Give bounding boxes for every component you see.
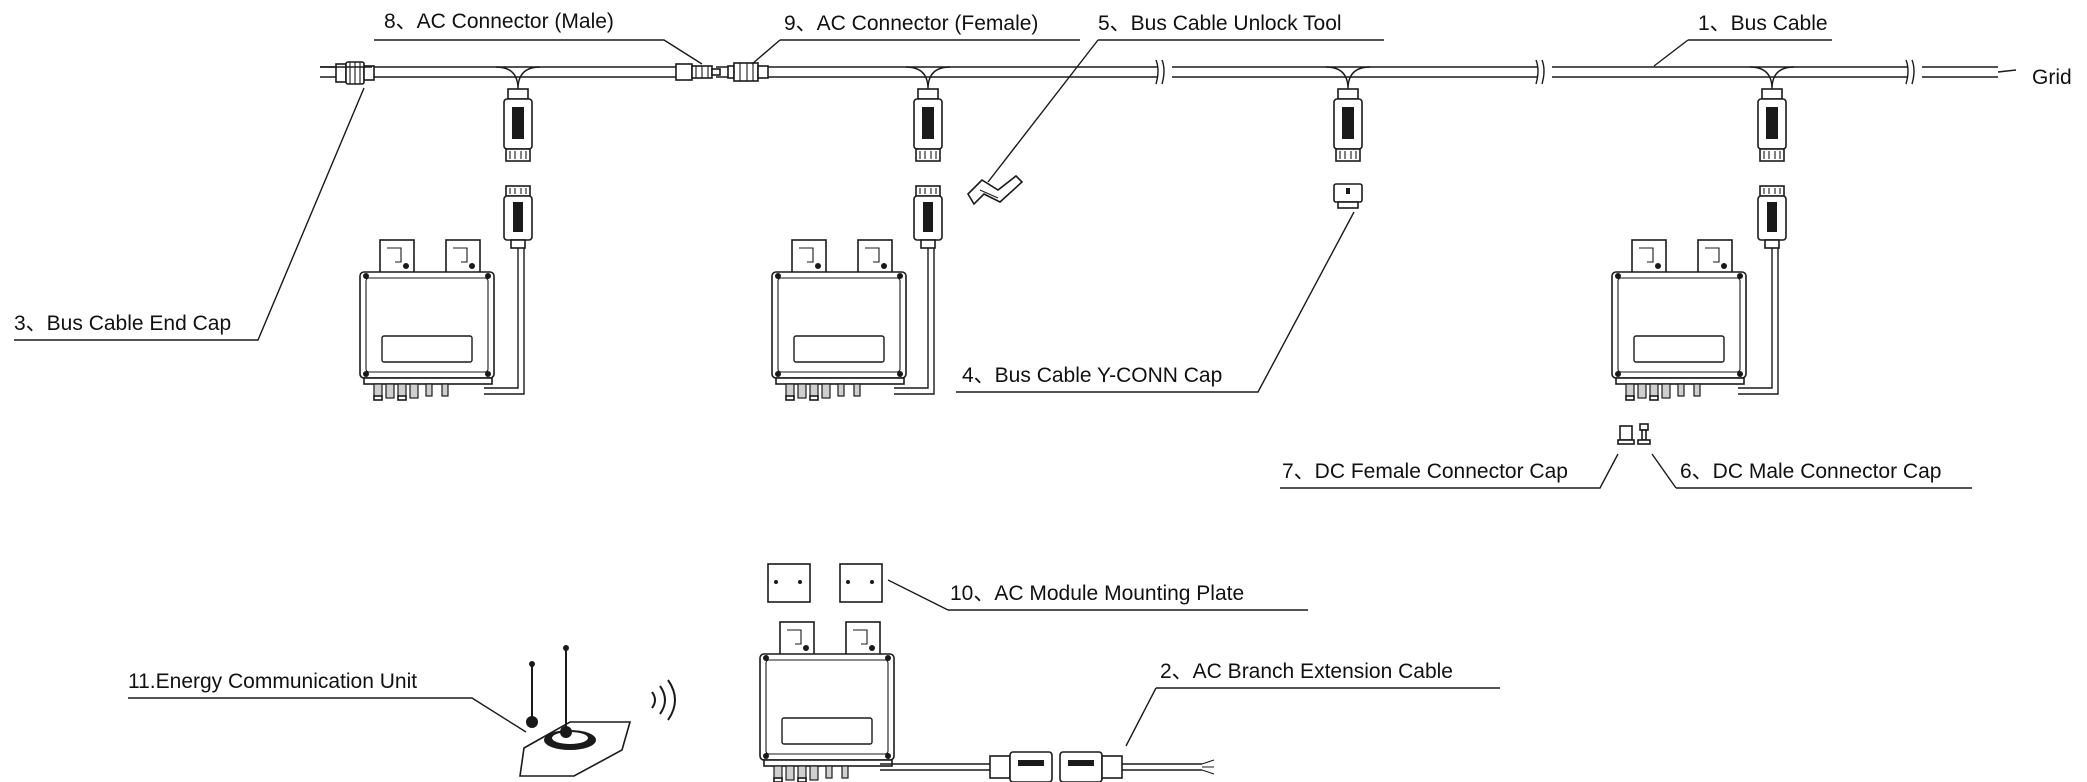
bus-yconn-4 <box>1749 66 1795 162</box>
label-bus-cable-yconn-cap: 4、Bus Cable Y-CONN Cap <box>962 364 1222 387</box>
inverter-plug-4 <box>1738 185 1787 395</box>
dc-female-connector-cap <box>1617 425 1635 445</box>
bus-yconn-1 <box>495 66 541 162</box>
component-labels: 8、AC Connector (Male) 9、AC Connector (Fe… <box>14 10 2072 693</box>
microinverter-2 <box>771 239 907 401</box>
bus-cable-yconn-cap <box>1333 183 1363 209</box>
bus-cable-unlock-tool <box>966 174 1024 206</box>
label-ac-module-mounting-plate: 10、AC Module Mounting Plate <box>950 582 1244 605</box>
bus-cable-end-cap <box>320 61 375 85</box>
label-ac-connector-female: 9、AC Connector (Female) <box>784 12 1038 35</box>
ac-connector-female <box>727 62 769 82</box>
ac-branch-extension-cable <box>880 751 1215 782</box>
wireless-signal-icon <box>651 679 676 721</box>
inverter-plug-1 <box>484 185 533 395</box>
label-bus-cable-unlock-tool: 5、Bus Cable Unlock Tool <box>1098 12 1342 35</box>
ac-connector-male <box>675 63 721 81</box>
ac-module-mounting-plate <box>767 563 883 603</box>
label-energy-communication-unit: 11.Energy Communication Unit <box>128 670 417 693</box>
inverter-plug-2 <box>894 185 943 395</box>
bus-yconn-3 <box>1325 66 1371 162</box>
label-ac-connector-male: 8、AC Connector (Male) <box>384 10 614 33</box>
label-ac-branch-extension-cable: 2、AC Branch Extension Cable <box>1160 660 1453 683</box>
bus-cable <box>320 59 2017 85</box>
label-dc-female-connector-cap: 7、DC Female Connector Cap <box>1282 460 1568 483</box>
label-grid: Grid <box>2032 66 2072 89</box>
microinverter-1 <box>359 239 495 401</box>
bus-yconn-2 <box>905 66 951 162</box>
microinverter-3 <box>1611 239 1747 401</box>
leader-lines <box>14 39 1972 747</box>
label-bus-cable: 1、Bus Cable <box>1698 12 1828 35</box>
energy-communication-unit <box>519 645 632 777</box>
label-bus-cable-end-cap: 3、Bus Cable End Cap <box>14 312 231 335</box>
microinverter-standalone <box>759 621 895 782</box>
label-dc-male-connector-cap: 6、DC Male Connector Cap <box>1680 460 1941 483</box>
dc-male-connector-cap <box>1637 423 1651 445</box>
